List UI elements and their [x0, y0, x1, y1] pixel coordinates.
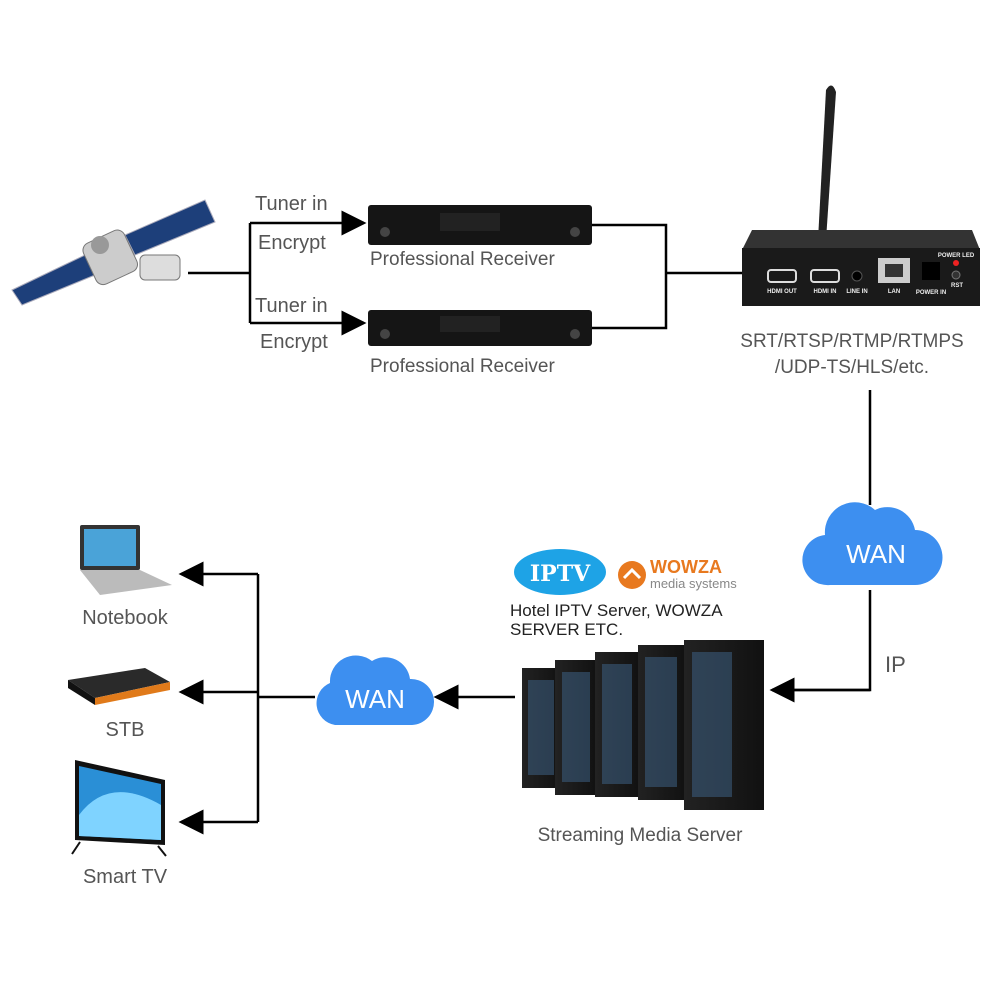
wowza-logo: [618, 561, 646, 589]
protocols-line-2: /UDP-TS/HLS/etc.: [774, 357, 930, 378]
encoder-device-icon: [742, 85, 980, 306]
port-label-rst: RST: [951, 283, 963, 289]
streaming-server-label: Streaming Media Server: [537, 825, 743, 846]
smart-tv-icon: [71, 760, 167, 857]
server-rack-icon: [522, 640, 764, 810]
tuner-label-2: Tuner in: [255, 295, 328, 317]
connector-lines: [178, 210, 872, 835]
port-label-hdmi-out: HDMI OUT: [767, 289, 797, 295]
server-description-line-1: Hotel IPTV Server, WOWZA: [510, 601, 723, 620]
port-label-lan: LAN: [887, 289, 901, 295]
tuner-label-1: Tuner in: [255, 193, 328, 215]
wan-cloud-top-icon: [802, 502, 943, 586]
protocols-line-1: SRT/RTSP/RTMP/RTMPS: [740, 331, 964, 352]
iptv-logo: [514, 549, 606, 595]
receiver-2-icon: [368, 310, 592, 346]
encrypt-label-1: Encrypt: [258, 232, 326, 254]
wan-cloud-bottom-icon: [316, 655, 435, 725]
port-label-power-in: POWER IN: [915, 290, 947, 296]
stb-label: STB: [105, 719, 145, 741]
port-label-hdmi-in: HDMI IN: [813, 289, 837, 295]
satellite-icon: [11, 199, 216, 306]
notebook-icon: [80, 525, 172, 595]
wowza-logo-text: WOWZA: [650, 557, 722, 577]
ip-label: IP: [885, 652, 906, 677]
server-description-line-2: SERVER ETC.: [510, 620, 624, 639]
receiver-label-2: Professional Receiver: [370, 356, 555, 377]
iptv-logo-text: IPTV: [529, 561, 591, 587]
receiver-1-icon: [368, 205, 592, 245]
notebook-label: Notebook: [82, 607, 168, 629]
smart-tv-label: Smart TV: [82, 866, 168, 888]
receiver-label-1: Professional Receiver: [370, 249, 555, 270]
port-label-line-in: LINE IN: [846, 289, 868, 295]
wowza-logo-subtext: media systems: [650, 576, 737, 591]
encrypt-label-2: Encrypt: [260, 331, 328, 353]
wan-label-top: WAN: [846, 539, 906, 569]
port-label-power-led: POWER LED: [937, 253, 975, 259]
wan-label-bottom: WAN: [345, 684, 405, 714]
stb-icon: [68, 668, 170, 705]
